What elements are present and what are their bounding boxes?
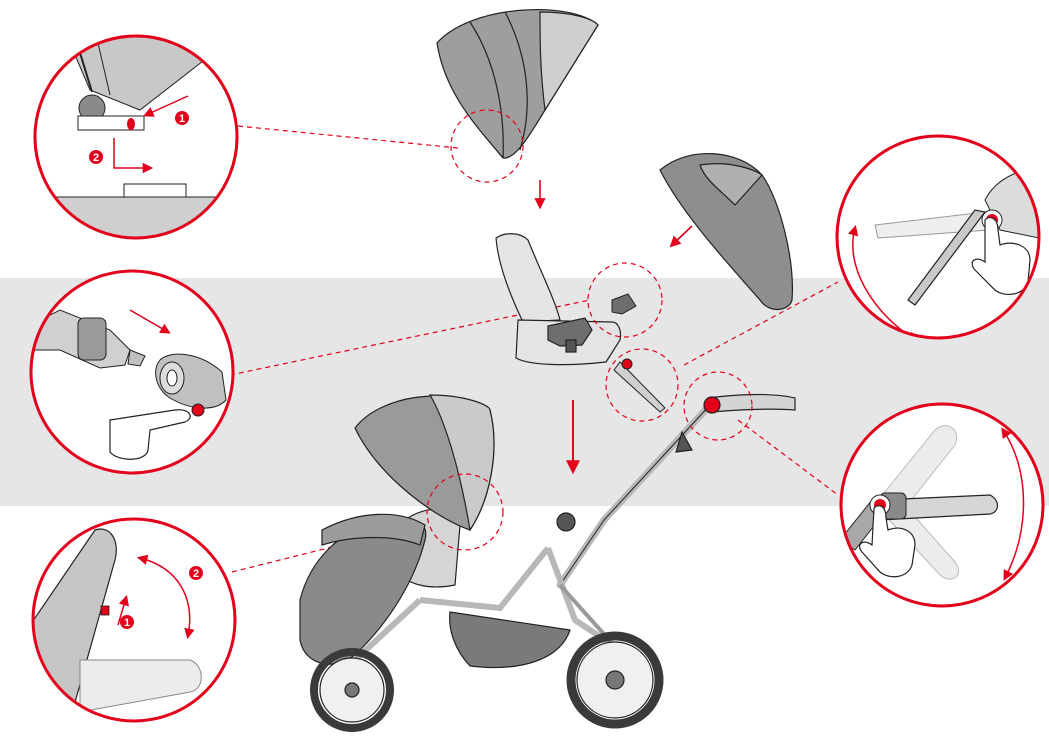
hood-detail-marker bbox=[450, 109, 524, 183]
handlebar-adjust-callout bbox=[839, 402, 1045, 608]
step-badge bbox=[175, 111, 189, 125]
step-badge bbox=[120, 615, 134, 629]
step-badge bbox=[189, 566, 203, 580]
seat-unit bbox=[495, 233, 622, 366]
hand-icon bbox=[859, 505, 916, 578]
footrest-adjust-callout bbox=[835, 134, 1041, 340]
adapter-part bbox=[611, 293, 637, 315]
direction-arrow-icon bbox=[669, 225, 693, 248]
hood-detail-callout: 1 2 bbox=[33, 34, 239, 240]
hood-tilt-callout: 1 2 bbox=[31, 517, 237, 723]
hand-icon bbox=[109, 409, 191, 460]
seat-apron bbox=[659, 153, 793, 310]
rotation-arrow-icon bbox=[1001, 427, 1025, 581]
handlebar-detail-marker bbox=[683, 371, 753, 441]
rotation-arrow-icon bbox=[136, 554, 195, 640]
step-number: 1 bbox=[124, 617, 130, 629]
adapter-detail-marker bbox=[587, 262, 663, 338]
footrest-detail-marker bbox=[605, 348, 679, 422]
step-badge bbox=[89, 150, 103, 164]
step-number: 1 bbox=[179, 113, 185, 125]
step-number: 2 bbox=[93, 152, 99, 164]
hood-tilt-marker bbox=[426, 473, 504, 551]
adapter-detail-callout bbox=[29, 269, 235, 475]
step-number: 2 bbox=[193, 568, 199, 580]
footrest-arm bbox=[613, 358, 666, 413]
hood-canopy bbox=[436, 9, 599, 159]
